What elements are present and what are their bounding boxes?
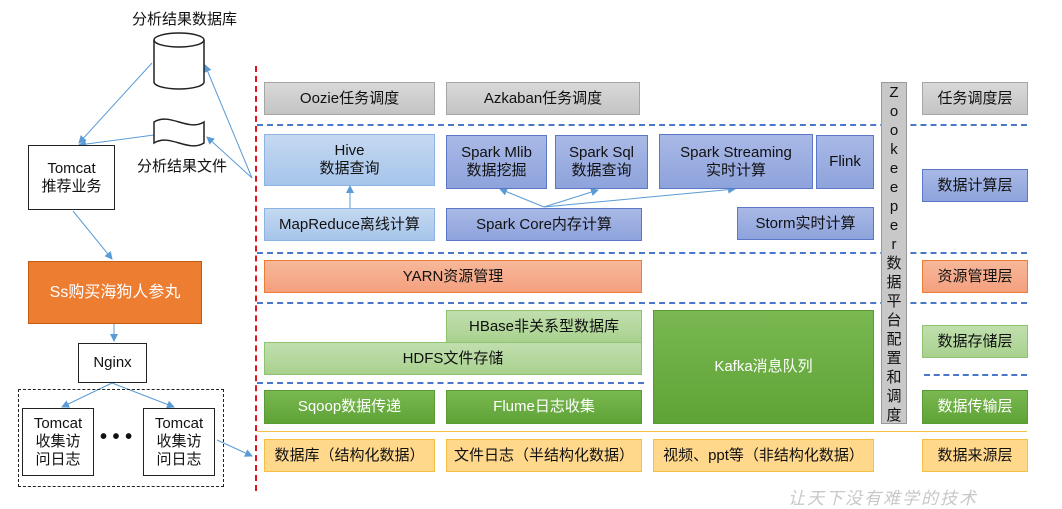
- arrow-nginx-to-tomcat2: [111, 382, 175, 409]
- arrow-file-to-tomcat: [78, 134, 155, 149]
- nginx-box[interactable]: Nginx: [78, 343, 147, 383]
- tomcat-log-1-line2: 收集访: [35, 433, 81, 450]
- source-semistructured-box[interactable]: 文件日志（半结构化数据）: [446, 439, 642, 472]
- zookeeper-char: 置: [886, 350, 902, 367]
- hdfs-box[interactable]: HDFS文件存储: [264, 342, 642, 375]
- kafka-box[interactable]: Kafka消息队列: [653, 310, 874, 424]
- tomcat-recommend-line1: Tomcat: [47, 159, 96, 177]
- separator-transfer-source: [257, 431, 1027, 432]
- spark-mlib-line1: Spark Mlib: [461, 144, 532, 161]
- layer-label-compute: 数据计算层: [922, 169, 1028, 202]
- layer-label-transfer: 数据传输层: [922, 390, 1028, 424]
- arrow-platform-to-db: [203, 64, 253, 179]
- spark-sql-box[interactable]: Spark Sql 数据查询: [555, 135, 648, 189]
- tomcat-log-box-2[interactable]: Tomcat 收集访 问日志: [143, 408, 215, 476]
- source-unstructured-box[interactable]: 视频、ppt等（非结构化数据）: [653, 439, 874, 472]
- layer-label-source: 数据来源层: [922, 439, 1028, 472]
- db-label: 分析结果数据库: [132, 11, 238, 28]
- zookeeper-char: e: [889, 217, 899, 234]
- spark-sql-line2: 数据查询: [571, 162, 632, 179]
- spark-mlib-box[interactable]: Spark Mlib 数据挖掘: [446, 135, 547, 189]
- zookeeper-char: 数: [886, 255, 902, 272]
- watermark: 让天下没有难学的技术: [788, 489, 978, 509]
- file-icon: [153, 118, 205, 147]
- tomcat-cluster-group: [18, 389, 224, 487]
- separator-compute-resource: [257, 252, 1027, 254]
- separator-resource-storage: [257, 302, 1027, 304]
- arrow-platform-to-file: [206, 136, 253, 179]
- arrow-logs-to-source: [216, 439, 253, 457]
- layer-label-schedule: 任务调度层: [922, 82, 1028, 115]
- spark-streaming-box[interactable]: Spark Streaming 实时计算: [659, 134, 813, 189]
- spark-core-box[interactable]: Spark Core内存计算: [446, 208, 642, 241]
- flume-box[interactable]: Flume日志收集: [446, 390, 642, 424]
- tomcat-log-1-line3: 问日志: [35, 451, 81, 468]
- tomcat-recommend-line2: 推荐业务: [41, 177, 102, 195]
- zookeeper-char: e: [889, 179, 899, 196]
- layer-label-resource: 资源管理层: [922, 260, 1028, 293]
- tomcat-log-box-1[interactable]: Tomcat 收集访 问日志: [22, 408, 94, 476]
- separator-schedule-compute: [257, 124, 1027, 126]
- spark-sql-line1: Spark Sql: [568, 144, 635, 161]
- zookeeper-char: 配: [886, 331, 902, 348]
- ellipsis: • • •: [100, 426, 133, 448]
- spark-streaming-line2: 实时计算: [705, 161, 766, 179]
- arrow-core-to-sql: [543, 188, 599, 208]
- tomcat-recommend-box[interactable]: Tomcat 推荐业务: [28, 145, 115, 210]
- sqoop-box[interactable]: Sqoop数据传递: [264, 390, 435, 424]
- arrow-tomcat-to-app: [72, 210, 113, 260]
- zookeeper-char: p: [889, 198, 899, 215]
- tomcat-log-1-line1: Tomcat: [33, 415, 83, 432]
- arrow-db-to-tomcat: [78, 62, 153, 144]
- yarn-box[interactable]: YARN资源管理: [264, 260, 642, 293]
- zookeeper-char: r: [891, 236, 897, 253]
- separator-storage-transfer: [257, 382, 644, 384]
- zookeeper-char: 调: [886, 388, 902, 405]
- arrow-nginx-to-tomcat1: [61, 382, 113, 408]
- zookeeper-char: 和: [886, 369, 902, 386]
- zookeeper-char: 平: [886, 293, 902, 310]
- platform-boundary: [255, 66, 257, 491]
- zookeeper-char: 台: [886, 312, 902, 329]
- file-label: 分析结果文件: [137, 158, 228, 175]
- source-structured-box[interactable]: 数据库（结构化数据）: [264, 439, 435, 472]
- tomcat-log-2-line1: Tomcat: [154, 415, 204, 432]
- arrow-core-to-streaming: [543, 185, 736, 208]
- spark-streaming-line1: Spark Streaming: [680, 143, 792, 161]
- zookeeper-char: o: [889, 122, 899, 139]
- spark-mlib-line2: 数据挖掘: [466, 162, 527, 179]
- hive-box[interactable]: Hive 数据查询: [264, 134, 435, 186]
- tomcat-log-2-line2: 收集访: [156, 433, 202, 450]
- oozie-box[interactable]: Oozie任务调度: [264, 82, 435, 115]
- flink-box[interactable]: Flink: [816, 135, 874, 189]
- zookeeper-char: 据: [886, 274, 902, 291]
- hive-line2: 数据查询: [319, 160, 380, 177]
- hive-line1: Hive: [334, 142, 365, 159]
- zookeeper-char: 度: [886, 407, 902, 424]
- zookeeper-char: o: [889, 103, 899, 120]
- separator-storage-transfer-right: [924, 374, 1027, 376]
- app-box[interactable]: Ss购买海狗人参丸: [28, 261, 202, 324]
- tomcat-log-2-line3: 问日志: [156, 451, 202, 468]
- zookeeper-char: Z: [889, 84, 899, 101]
- arrow-core-to-mlib: [499, 187, 545, 208]
- azkaban-box[interactable]: Azkaban任务调度: [446, 82, 640, 115]
- storm-box[interactable]: Storm实时计算: [737, 207, 874, 240]
- database-icon: [153, 32, 205, 90]
- zookeeper-char: e: [889, 160, 899, 177]
- zookeeper-char: k: [890, 141, 898, 158]
- hbase-box[interactable]: HBase非关系型数据库: [446, 310, 642, 343]
- mapreduce-box[interactable]: MapReduce离线计算: [264, 208, 435, 241]
- layer-label-storage: 数据存储层: [922, 325, 1028, 358]
